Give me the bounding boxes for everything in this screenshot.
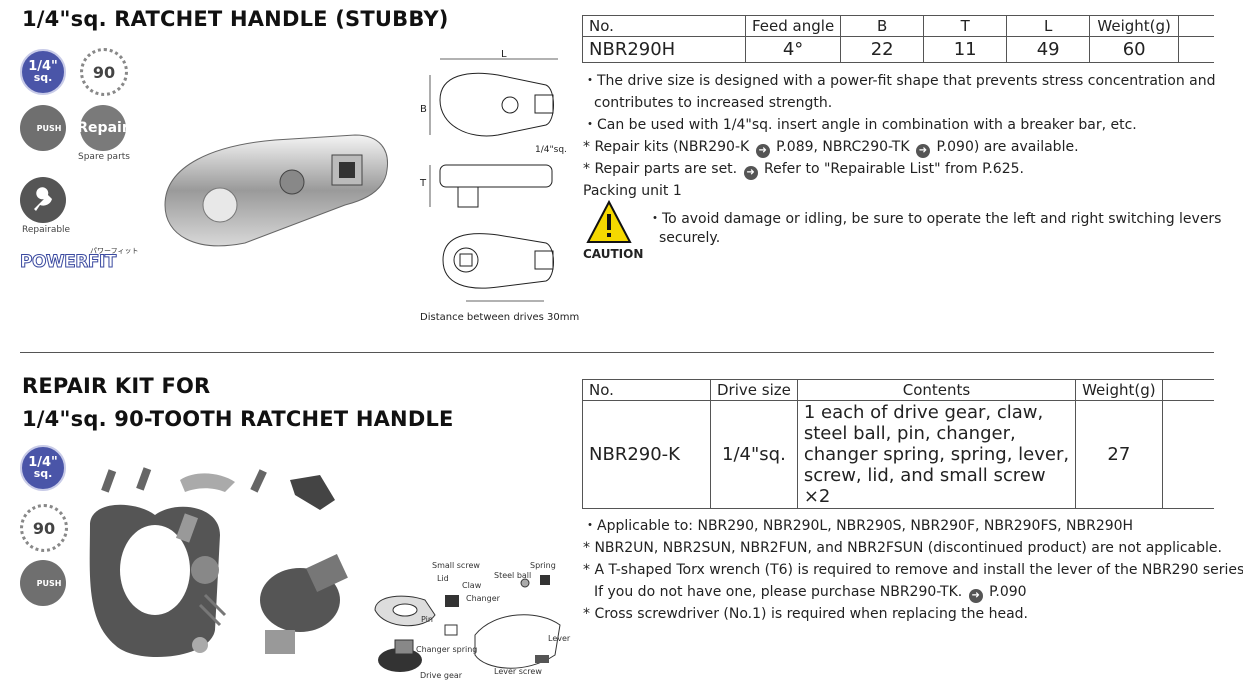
table-header-row: No. Drive size Contents Weight(g) — [582, 379, 1214, 401]
arrow-right-icon: ➜ — [755, 144, 770, 158]
caution-icon — [586, 200, 632, 243]
dim-l-label: L — [501, 49, 507, 60]
repair-badge: Repair — [77, 105, 129, 151]
label-changer: Changer — [466, 594, 500, 603]
teeth-badge: 90 — [20, 504, 68, 552]
section-divider — [20, 352, 1214, 353]
section2-notes: ・Applicable to: NBR290, NBR290L, NBR290S… — [583, 518, 1243, 622]
label-spring: Spring — [530, 561, 556, 570]
spare-parts-caption: Spare parts — [78, 152, 130, 162]
table-row: NBR290H 4° 22 11 49 60 — [582, 36, 1214, 63]
label-lever-screw: Lever screw — [494, 667, 542, 676]
section1-notes: ・The drive size is designed with a power… — [583, 73, 1216, 199]
repair-kit-photo — [89, 467, 348, 657]
size-badge: 1/4" sq. — [20, 445, 66, 491]
dimension-drawings — [429, 58, 558, 302]
label-small-screw: Small screw — [432, 561, 480, 570]
table-row: NBR290-K 1/4"sq. 1 each of drive gear, c… — [582, 400, 1214, 509]
spec-table: No. Feed angle B T L Weight(g) NBR290H 4… — [582, 15, 1214, 63]
teeth-badge: 90 — [80, 48, 128, 96]
push-badge: PUSH — [20, 560, 66, 606]
label-lever: Lever — [548, 634, 571, 643]
label-pin: Pin — [421, 615, 433, 624]
exploded-parts-diagram — [374, 575, 561, 672]
caution-label: CAUTION — [583, 247, 644, 261]
label-drive-gear: Drive gear — [420, 671, 463, 680]
powerfit-jp-label: パワーフィット — [90, 247, 139, 255]
ratchet-photo — [164, 134, 389, 247]
repairable-caption: Repairable — [22, 225, 71, 235]
section2-title: REPAIR KIT FOR 1/4"sq. 90-TOOTH RATCHET … — [22, 374, 454, 431]
drive-size-label: 1/4"sq. — [535, 145, 567, 155]
arrow-right-icon: ➜ — [915, 144, 930, 158]
repair-kit-table: No. Drive size Contents Weight(g) NBR290… — [582, 379, 1214, 509]
caution-text: ・To avoid damage or idling, be sure to o… — [648, 211, 1222, 246]
wrench-icon — [20, 177, 66, 223]
size-badge: 1/4" sq. — [20, 49, 66, 95]
arrow-right-icon: ➜ — [743, 166, 758, 180]
dim-t-label: T — [420, 178, 427, 189]
powerfit-logo: POWERFIT — [20, 252, 117, 273]
section1-title: 1/4"sq. RATCHET HANDLE (STUBBY) — [22, 7, 449, 31]
push-badge: PUSH — [20, 105, 66, 151]
table-header-row: No. Feed angle B T L Weight(g) — [582, 15, 1214, 37]
label-claw: Claw — [462, 581, 482, 590]
label-lid: Lid — [437, 574, 449, 583]
dim-b-label: B — [420, 104, 427, 115]
label-changer-spring: Changer spring — [416, 645, 478, 654]
contents-cell: 1 each of drive gear, claw, steel ball, … — [796, 400, 1077, 509]
drive-distance-caption: Distance between drives 30mm — [420, 312, 580, 323]
arrow-right-icon: ➜ — [968, 589, 983, 603]
label-steel-ball: Steel ball — [494, 571, 532, 580]
